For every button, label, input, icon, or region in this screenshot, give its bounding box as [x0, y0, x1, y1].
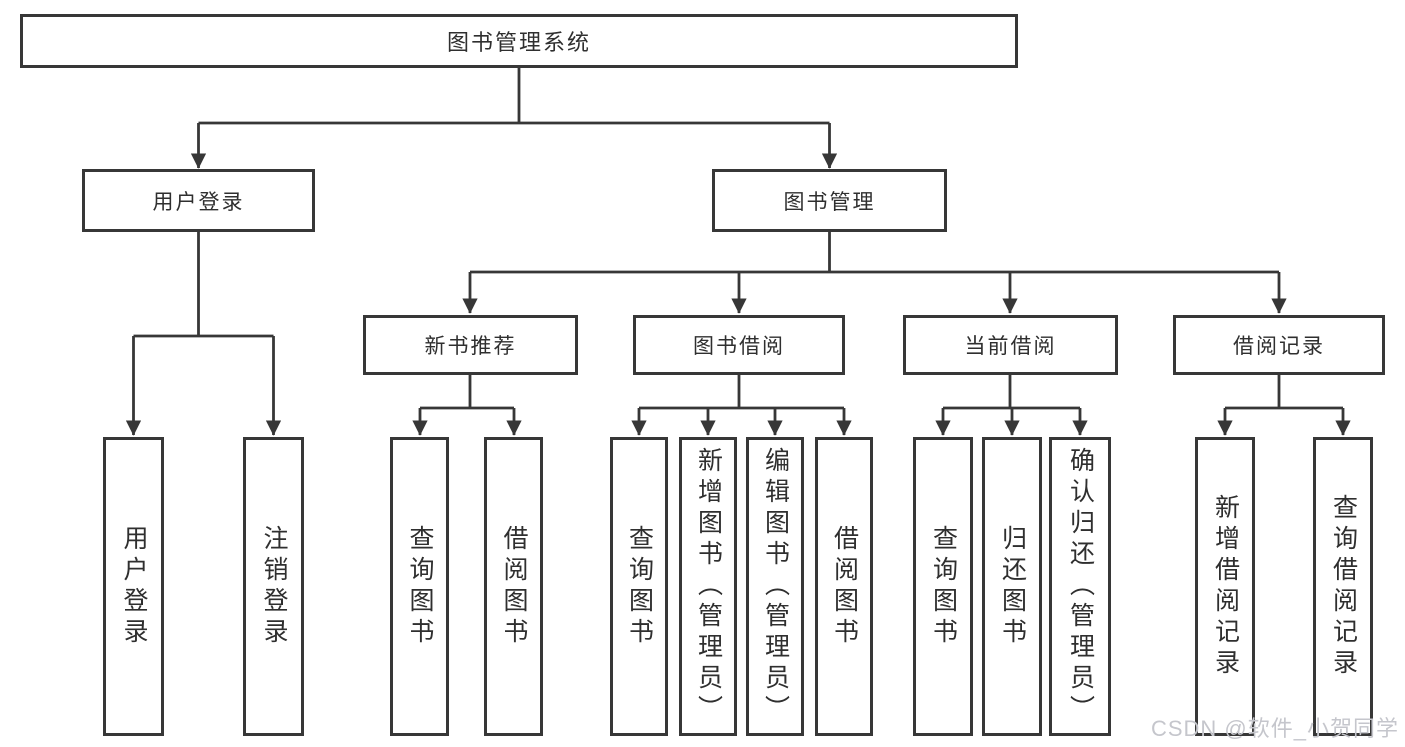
leaf-bb-query-books-label: 查询图书	[625, 524, 654, 649]
leaf-logout-label: 注销登录	[260, 524, 288, 649]
node-borrowing-records: 借阅记录	[1173, 315, 1385, 375]
leaf-cb-return-books-label: 归还图书	[998, 524, 1027, 649]
leaf-nbr-borrow-books-label: 借阅图书	[500, 524, 528, 649]
leaf-bb-edit-books-admin: 编辑图书（管理员）	[746, 437, 804, 736]
node-user-login: 用户登录	[82, 169, 315, 232]
leaf-br-add-record-label: 新增借阅记录	[1211, 493, 1240, 680]
leaf-user-login-label: 用户登录	[120, 524, 148, 649]
node-borrowing-records-label: 借阅记录	[1233, 335, 1325, 358]
leaf-cb-query-books: 查询图书	[913, 437, 973, 736]
watermark: CSDN @软件_小贺同学	[1150, 716, 1399, 741]
leaf-cb-query-books-label: 查询图书	[929, 524, 958, 649]
node-book-management-label: 图书管理	[783, 190, 876, 214]
node-user-login-label: 用户登录	[152, 190, 245, 214]
leaf-br-query-record: 查询借阅记录	[1313, 437, 1373, 736]
node-book-borrowing-label: 图书借阅	[693, 335, 785, 358]
leaf-bb-edit-books-admin-label: 编辑图书（管理员）	[761, 447, 790, 726]
leaf-user-login: 用户登录	[103, 437, 164, 736]
node-book-management: 图书管理	[712, 169, 947, 232]
leaf-bb-add-books-admin: 新增图书（管理员）	[679, 437, 737, 736]
node-root: 图书管理系统	[20, 14, 1018, 68]
leaf-nbr-query-books: 查询图书	[390, 437, 449, 736]
leaf-bb-borrow-books: 借阅图书	[815, 437, 873, 736]
node-book-borrowing: 图书借阅	[633, 315, 845, 375]
node-new-book-recommend-label: 新书推荐	[424, 335, 517, 358]
leaf-cb-confirm-return-admin: 确认归还（管理员）	[1049, 437, 1111, 736]
leaf-logout: 注销登录	[243, 437, 304, 736]
node-current-borrowing: 当前借阅	[903, 315, 1118, 375]
node-new-book-recommend: 新书推荐	[363, 315, 578, 375]
leaf-nbr-query-books-label: 查询图书	[406, 524, 434, 649]
leaf-cb-return-books: 归还图书	[982, 437, 1042, 736]
leaf-br-query-record-label: 查询借阅记录	[1329, 493, 1358, 680]
leaf-bb-borrow-books-label: 借阅图书	[830, 524, 859, 649]
leaf-cb-confirm-return-admin-label: 确认归还（管理员）	[1066, 447, 1095, 726]
leaf-br-add-record: 新增借阅记录	[1195, 437, 1255, 736]
leaf-nbr-borrow-books: 借阅图书	[484, 437, 543, 736]
node-root-label: 图书管理系统	[446, 30, 591, 55]
leaf-bb-query-books: 查询图书	[610, 437, 668, 736]
leaf-bb-add-books-admin-label: 新增图书（管理员）	[694, 447, 723, 726]
node-current-borrowing-label: 当前借阅	[964, 335, 1057, 358]
